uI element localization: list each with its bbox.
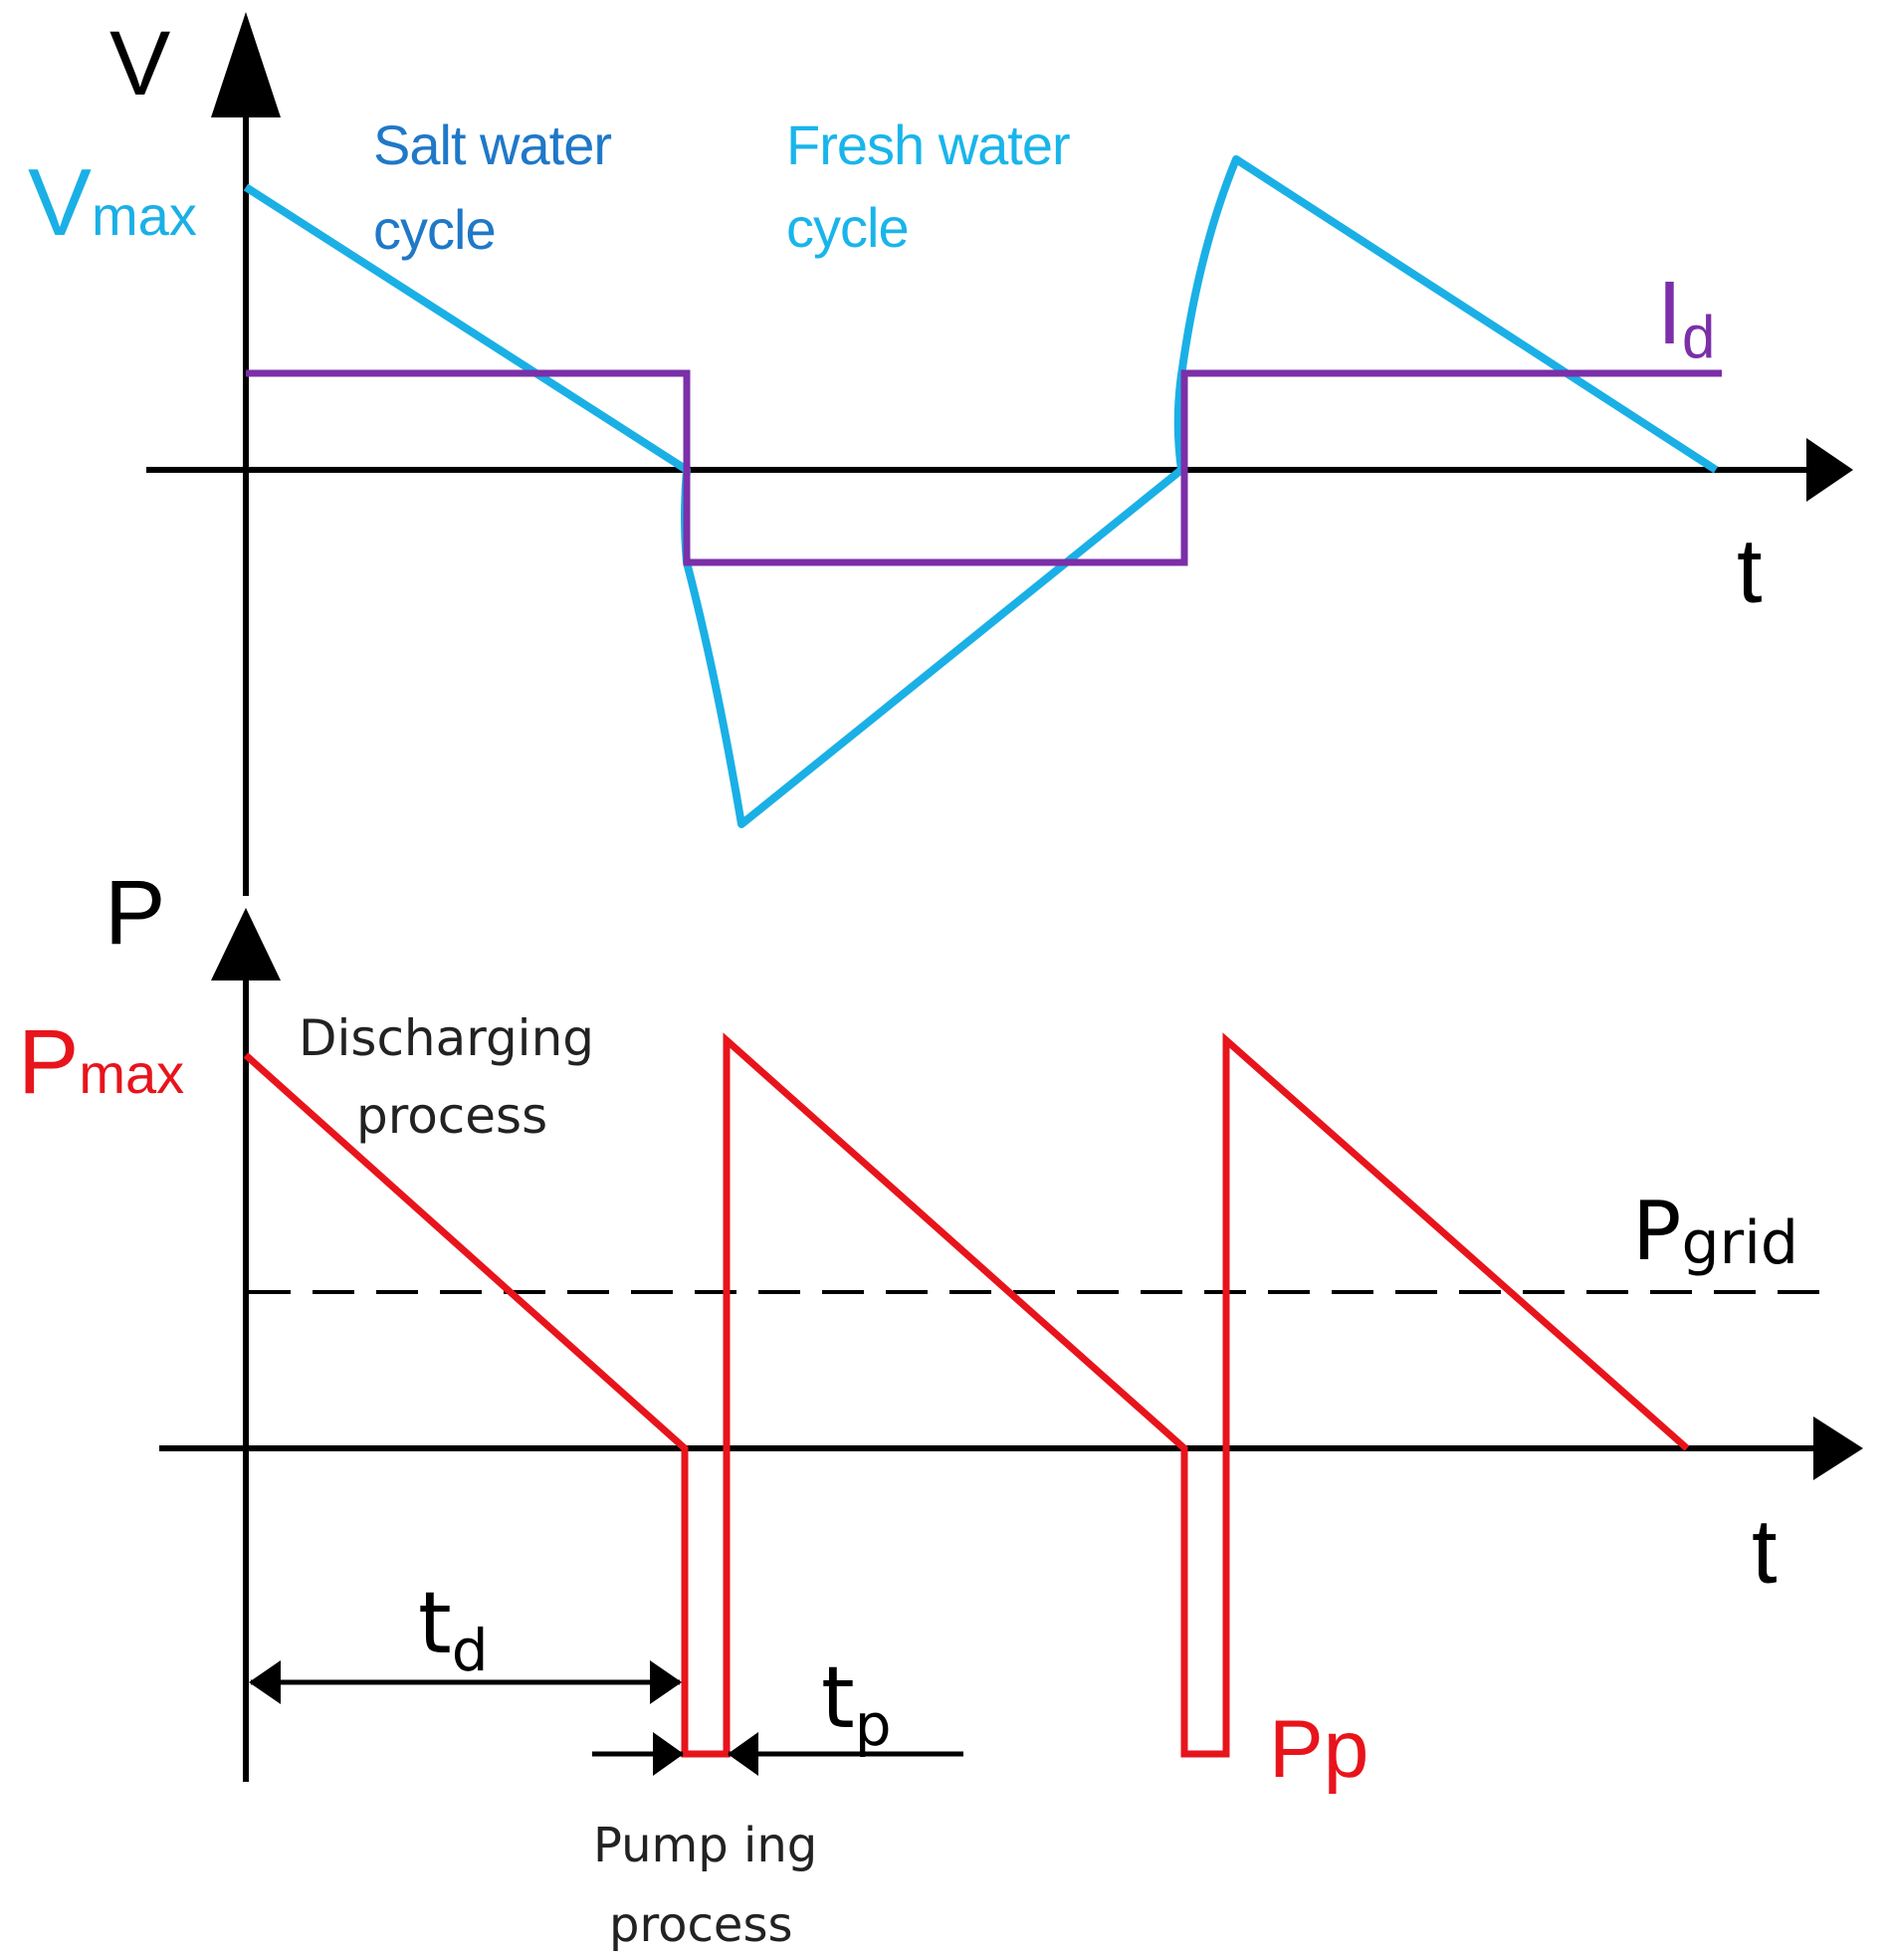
td-left-arrowhead <box>249 1660 281 1704</box>
td-main: t <box>418 1574 452 1673</box>
tp-sub: p <box>855 1691 892 1759</box>
pmax-main: P <box>18 1011 79 1113</box>
pumping-label-line2: process <box>609 1897 792 1953</box>
tp-right-arrowhead <box>728 1732 758 1776</box>
pgrid-sub: grid <box>1681 1208 1798 1278</box>
id-main: I <box>1657 264 1682 363</box>
top-t-axis-label: t <box>1737 521 1763 622</box>
bottom-x-arrow <box>1813 1416 1863 1480</box>
pgrid-main: P <box>1632 1185 1681 1279</box>
fresh-water-label-line2: cycle <box>786 196 909 259</box>
salt-water-label-line1: Salt water <box>373 113 611 176</box>
vmax-sub: max <box>92 184 197 247</box>
td-sub: d <box>452 1617 489 1684</box>
vmax-main: V <box>28 149 92 256</box>
discharging-label-line2: process <box>356 1087 547 1145</box>
tp-dimension <box>592 1732 963 1776</box>
v-axis-label: V <box>109 13 170 114</box>
pmax-sub: max <box>79 1042 184 1105</box>
bottom-y-arrow <box>211 908 281 980</box>
id-sub: d <box>1682 304 1715 370</box>
tp-label: tp <box>821 1648 892 1759</box>
id-label: Id <box>1657 264 1715 370</box>
pgrid-label: Pgrid <box>1632 1185 1798 1279</box>
td-right-arrowhead <box>650 1660 682 1704</box>
top-y-arrow <box>211 12 281 117</box>
discharging-label-line1: Discharging <box>299 1009 594 1067</box>
pp-label: Pp <box>1269 1704 1368 1795</box>
axes <box>146 75 1816 1782</box>
p-axis-label: P <box>105 862 165 964</box>
pmax-label: Pmax <box>18 1011 184 1113</box>
bottom-t-axis-label: t <box>1752 1501 1778 1603</box>
tp-main: t <box>821 1648 855 1748</box>
power-curve <box>243 1032 1690 1758</box>
td-dimension <box>249 1660 682 1704</box>
td-label: td <box>418 1574 489 1684</box>
tp-left-arrowhead <box>653 1732 684 1776</box>
pumping-label-line1: Pump ing <box>593 1818 817 1873</box>
fresh-water-label-line1: Fresh water <box>786 113 1070 176</box>
vmax-label: Vmax <box>28 149 197 256</box>
top-x-arrow <box>1806 438 1853 502</box>
salt-water-label-line2: cycle <box>373 198 496 261</box>
current-curve <box>246 369 1722 566</box>
axis-arrowheads <box>211 12 1863 1480</box>
